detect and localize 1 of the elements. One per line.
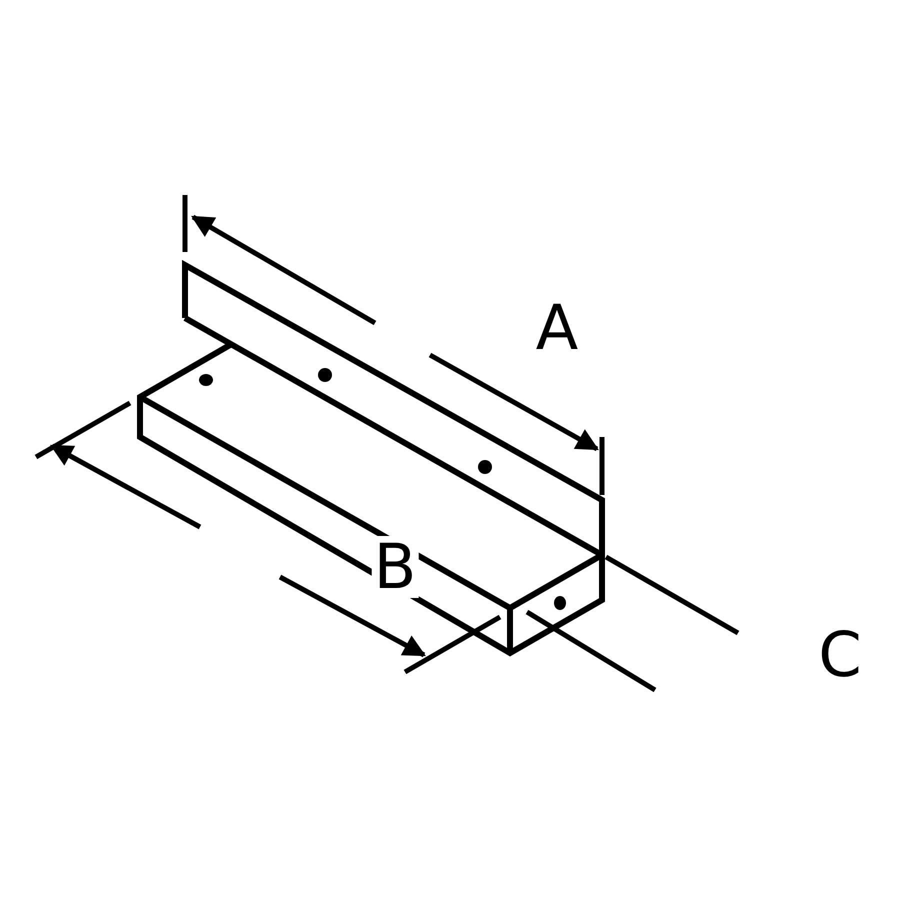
dimension-label: B — [372, 536, 418, 598]
